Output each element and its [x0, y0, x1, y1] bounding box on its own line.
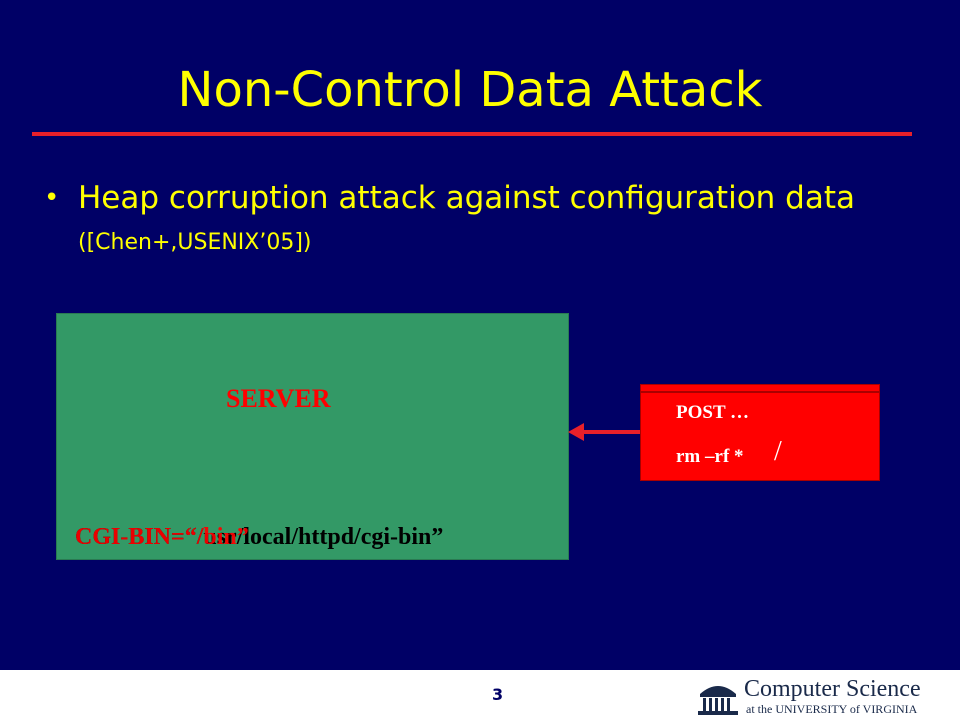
- packet-header-strip: [640, 384, 880, 392]
- bullet-marker: •: [44, 183, 60, 213]
- title-underline: [32, 132, 912, 136]
- packet-slash: /: [774, 436, 782, 467]
- server-box: [56, 313, 569, 560]
- logo-subtitle: at the UNIVERSITY of VIRGINIA: [746, 702, 918, 716]
- config-line-original: CGI-BIN=“/usr/local/httpd/cgi-bin”: [75, 524, 444, 550]
- slide-title: Non-Control Data Attack: [177, 62, 763, 118]
- bullet-main-text: Heap corruption attack against configura…: [78, 180, 855, 216]
- logo-title: Computer Science: [744, 676, 921, 702]
- rotunda-icon: [698, 686, 738, 715]
- bullet-text: Heap corruption attack against configura…: [78, 178, 918, 263]
- page-number: 3: [492, 685, 504, 704]
- university-logo: Computer Science at the UNIVERSITY of VI…: [696, 674, 960, 720]
- malicious-packet-box: [640, 392, 880, 481]
- bullet-reference: ([Chen+,USENIX’05]): [78, 230, 312, 255]
- server-label: SERVER: [226, 384, 331, 413]
- packet-line-command: rm –rf *: [676, 446, 744, 467]
- config-line-overwritten: CGI-BIN=“/bin”: [75, 524, 249, 550]
- packet-line-post: POST …: [676, 402, 750, 423]
- attack-arrow-icon: [568, 423, 640, 441]
